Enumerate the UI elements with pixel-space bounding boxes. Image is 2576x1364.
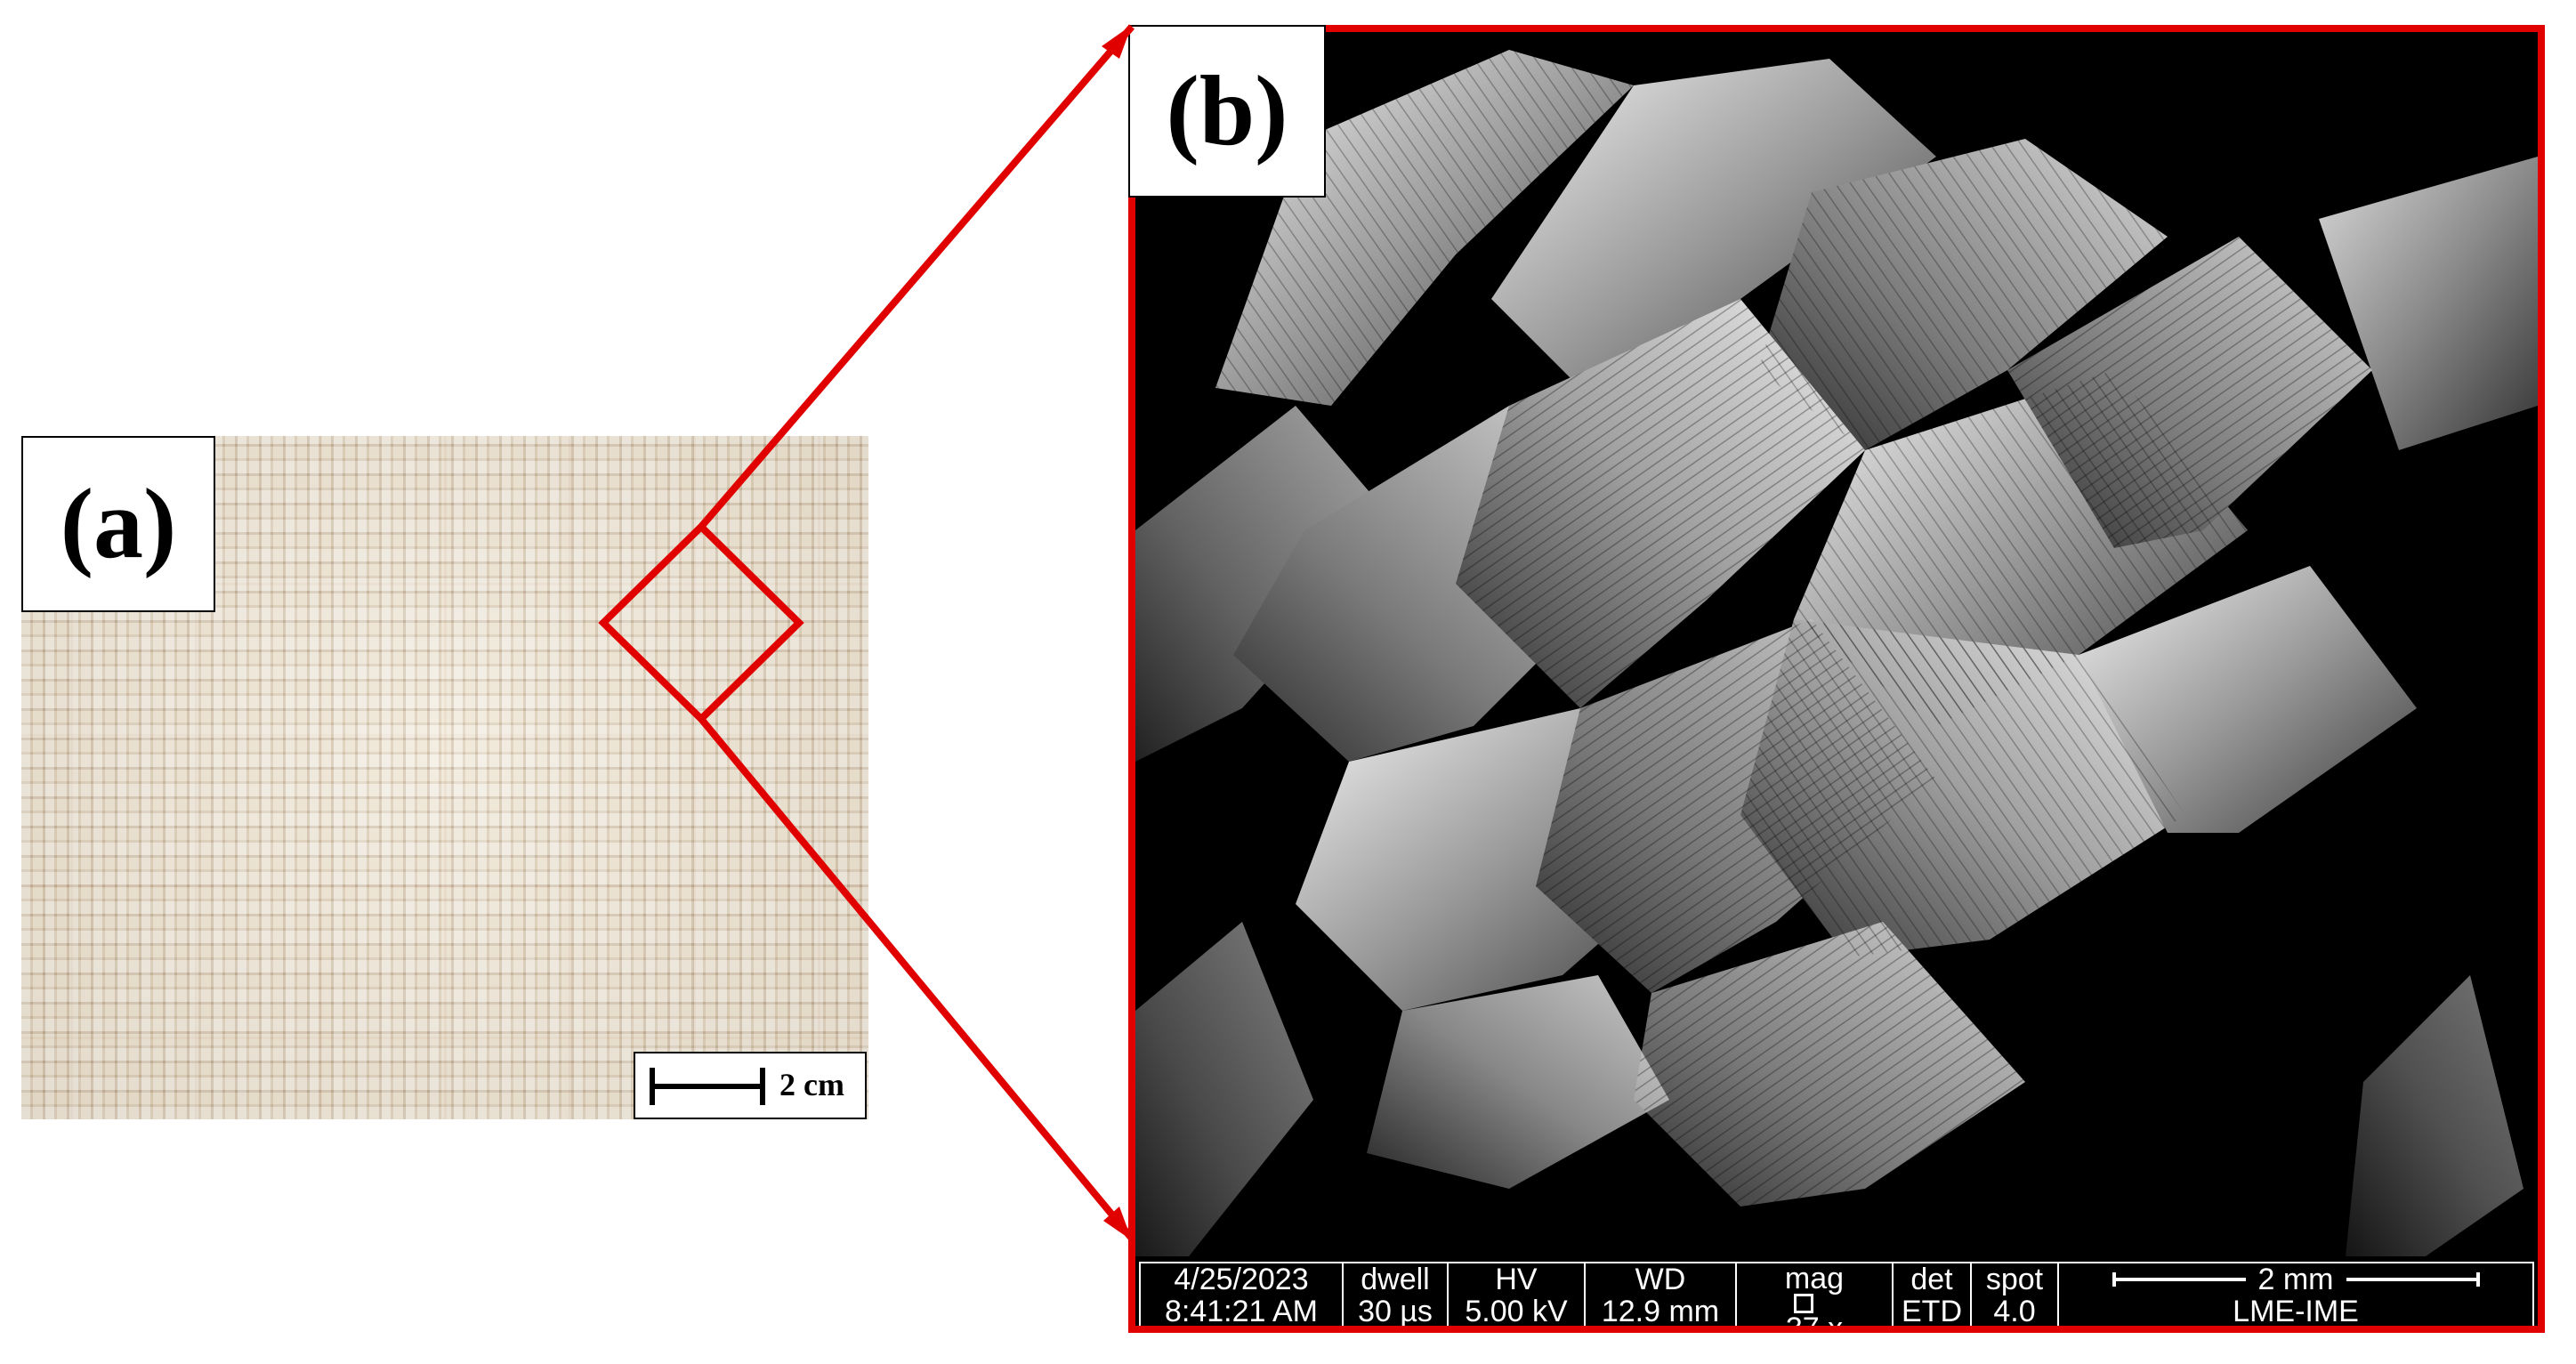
sem-scale-line-right [2346,1272,2480,1287]
panel-a-label: (a) [21,436,215,612]
databar-wd-cell: WD 12.9 mm [1584,1262,1737,1328]
sem-databar: 4/25/2023 8:41:21 AM dwell 30 µs HV 5.00… [1135,1256,2538,1328]
databar-mag-label: mag [1784,1262,1845,1295]
square-icon [1793,1294,1813,1313]
databar-time: 8:41:21 AM [1164,1295,1318,1328]
databar-date-cell: 4/25/2023 8:41:21 AM [1139,1262,1344,1328]
databar-wd-label: WD [1635,1263,1686,1296]
databar-dwell-cell: dwell 30 µs [1342,1262,1449,1328]
databar-det-value: ETD [1902,1295,1962,1328]
databar-hv-cell: HV 5.00 kV [1447,1262,1586,1328]
photo-scale-bar: 2 cm [634,1052,867,1119]
scale-bar-text: 2 cm [779,1067,844,1102]
databar-spot-label: spot [1985,1263,2044,1296]
databar-wd-value: 12.9 mm [1601,1295,1720,1328]
databar-scale-cell: 2 mm LME-IME [2057,1262,2534,1328]
databar-hv-label: HV [1495,1263,1538,1296]
databar-spot-value: 4.0 [1993,1295,2036,1328]
sem-scale-bar: 2 mm [2059,1264,2532,1295]
databar-mag-value: 37 x [1785,1312,1844,1333]
databar-lab: LME-IME [2233,1295,2359,1328]
databar-mag-label-row: mag [1785,1263,1844,1313]
databar-dwell-label: dwell [1361,1263,1430,1296]
databar-det-cell: det ETD [1892,1262,1972,1328]
sem-scale-line-left [2112,1272,2246,1287]
sem-scale-text: 2 mm [2257,1263,2334,1296]
scale-bar-line [650,1068,765,1105]
databar-spot-cell: spot 4.0 [1970,1262,2059,1328]
sem-micrograph [1135,32,2538,1256]
zoom-arrowhead-upper [1102,25,1132,59]
sem-micrograph-frame: 4/25/2023 8:41:21 AM dwell 30 µs HV 5.00… [1128,25,2545,1333]
databar-hv-value: 5.00 kV [1465,1295,1568,1328]
panel-b-label: (b) [1128,25,1326,198]
databar-det-label: det [1910,1263,1953,1296]
databar-mag-cell: mag 37 x [1735,1262,1894,1326]
databar-date: 4/25/2023 [1174,1263,1309,1296]
databar-dwell-value: 30 µs [1358,1295,1433,1328]
